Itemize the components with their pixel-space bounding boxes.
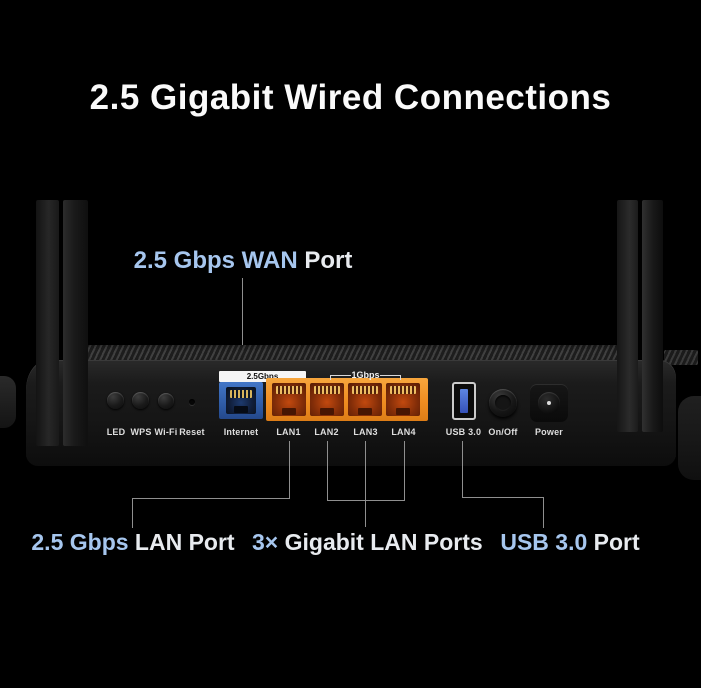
usb-connector-tab [460, 389, 468, 413]
callout-line-gigabit [404, 441, 405, 500]
lan-speed-tag: 1Gbps [351, 370, 380, 380]
lan3-label: LAN3 [353, 427, 378, 437]
lan2-label: LAN2 [314, 427, 339, 437]
rj45-pins [276, 386, 302, 394]
power-label: Power [534, 427, 563, 437]
reset-label: Reset [179, 427, 205, 437]
dc-power-jack [530, 384, 568, 422]
wifi-button [158, 393, 174, 409]
reset-pinhole [189, 399, 195, 405]
callout-lan-port-label: 2.5 Gbps LAN Port [20, 529, 246, 556]
internet-speed-tag: 2.5Gbps [219, 371, 306, 382]
antenna-blade [642, 200, 663, 432]
callout-wan-port-label: 2.5 Gbps WAN Port [100, 247, 386, 275]
rj45-pins [352, 386, 378, 394]
rj45-pins [314, 386, 340, 394]
rj45-notch [234, 406, 248, 413]
callout-line-usb [462, 497, 544, 498]
page-title: 2.5 Gigabit Wired Connections [89, 78, 612, 117]
lan-port-3 [348, 383, 382, 416]
callout-usb-rest-text: Port [587, 529, 640, 555]
wifi-label: Wi-Fi [154, 427, 178, 437]
rj45-pins [390, 386, 416, 394]
antenna-right [617, 200, 663, 432]
internet-label: Internet [223, 427, 259, 437]
bracket-segment [330, 375, 351, 376]
callout-usb-accent-text: USB 3.0 [500, 529, 588, 555]
bracket-segment [380, 375, 401, 376]
callout-line-lan25 [132, 498, 290, 499]
callout-line-lan25 [132, 498, 133, 528]
power-button [489, 389, 517, 417]
right-edge-piece [678, 396, 701, 480]
led-label: LED [106, 427, 126, 437]
lan-port-4 [386, 383, 420, 416]
dc-jack-pin [547, 401, 551, 405]
callout-gigabit-rest-text: Gigabit LAN Ports [278, 529, 483, 555]
lan1-label: LAN1 [276, 427, 301, 437]
callout-line-wan [242, 278, 243, 366]
internet-port [219, 382, 263, 419]
led-button [107, 392, 124, 409]
dc-jack-ring [538, 392, 560, 414]
rj45-notch [358, 408, 372, 415]
usb-label: USB 3.0 [445, 427, 482, 437]
callout-gigabit-label: 3× Gigabit LAN Ports [252, 529, 483, 556]
callout-wan-rest-text: Port [297, 247, 353, 274]
bracket-tick [330, 375, 331, 380]
lan-port-2 [310, 383, 344, 416]
rj45-notch [396, 408, 410, 415]
rj45-notch [320, 408, 334, 415]
usb-port [452, 382, 476, 420]
router-top-vent [84, 345, 620, 364]
callout-usb-port-label: USB 3.0 Port [495, 529, 645, 556]
antenna-blade [63, 200, 88, 446]
rj45-socket [226, 387, 256, 414]
wps-button [132, 392, 149, 409]
callout-wan-accent-text: 2.5 Gbps WAN [133, 247, 298, 274]
antenna-blade [36, 200, 59, 446]
antenna-blade [617, 200, 638, 432]
callout-line-gigabit [327, 500, 405, 501]
callout-lan-rest-text: LAN Port [128, 529, 235, 555]
lan-port-1 [272, 383, 306, 416]
callout-line-usb [543, 497, 544, 528]
callout-line-lan25 [289, 441, 290, 498]
onoff-label: On/Off [488, 427, 518, 437]
left-edge-piece [0, 376, 16, 428]
callout-gigabit-accent-text: 3× [252, 529, 279, 555]
router-top-vent-right [664, 350, 698, 365]
lan-port-block [266, 378, 428, 421]
rj45-pins [230, 390, 252, 398]
rj45-notch [282, 408, 296, 415]
bracket-tick [400, 375, 401, 380]
power-button-cap [495, 395, 511, 411]
antenna-left [36, 200, 88, 446]
wps-label: WPS [130, 427, 152, 437]
callout-line-gigabit [327, 441, 328, 500]
callout-lan-accent-text: 2.5 Gbps [31, 529, 129, 555]
lan4-label: LAN4 [391, 427, 416, 437]
callout-line-usb [462, 441, 463, 497]
callout-line-gigabit [365, 441, 366, 527]
